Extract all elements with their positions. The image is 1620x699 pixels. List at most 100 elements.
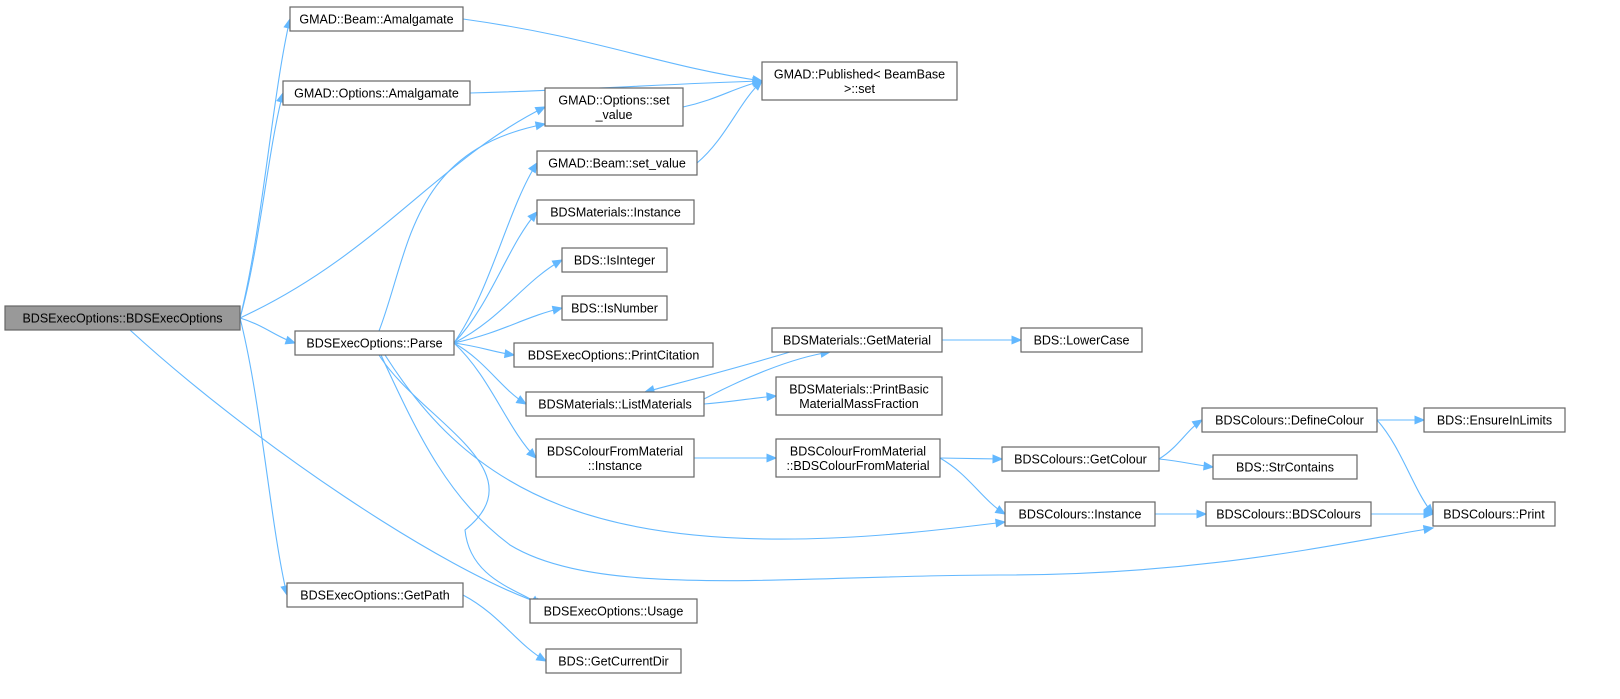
node-label: BDSMaterials::GetMaterial [783,334,931,348]
edge-parse-to-beam_setvalue [453,161,538,344]
node-lowercase[interactable]: BDS::LowerCase [1020,327,1143,353]
edge-col_ctor-to-col_print [1370,509,1435,519]
node-getcolour[interactable]: BDSColours::GetColour [1001,446,1160,472]
edge-parse-to-col_instance [384,354,1007,540]
edge-line [462,18,763,82]
node-strcontains[interactable]: BDS::StrContains [1212,454,1358,480]
edge-arrowhead [534,106,547,116]
node-published_set[interactable]: GMAD::Published< BeamBase>::set [761,61,958,101]
node-label: _value [595,108,633,122]
edge-root-to-parse [239,317,297,345]
node-cfm_instance[interactable]: BDSColourFromMaterial::Instance [535,438,695,478]
node-box [294,330,455,356]
node-label: GMAD::Beam::set_value [548,157,686,171]
edge-getmaterial-to-lowercase [942,335,1023,345]
node-isnumber[interactable]: BDS::IsNumber [561,295,668,321]
edge-arrowhead [284,335,297,345]
edge-beam_amalg-to-published_set [462,18,764,85]
node-opt_amalg[interactable]: GMAD::Options::Amalgamate [282,80,471,106]
node-box [535,438,695,478]
node-box [525,391,705,417]
node-box [545,648,682,674]
edge-line [1376,419,1434,515]
node-beam_setvalue[interactable]: GMAD::Beam::set_value [536,150,698,176]
edge-root-to-getpath [239,317,290,597]
node-label: BDSMaterials::PrintBasic [789,382,929,396]
node-label: GMAD::Beam::Amalgamate [299,13,453,27]
edge-col_instance-to-col_ctor [1154,509,1208,519]
node-label: BDS::IsInteger [574,254,655,268]
edge-parse-to-col_print [380,354,1435,582]
node-label: BDSExecOptions::Parse [306,337,442,351]
edge-arrowhead [1011,335,1023,345]
node-beam_amalg[interactable]: GMAD::Beam::Amalgamate [289,6,464,32]
node-definecolour[interactable]: BDSColours::DefineColour [1201,407,1378,433]
node-root[interactable]: BDSExecOptions::BDSExecOptions [4,305,241,331]
node-box [1001,446,1160,472]
edge-arrowhead [995,518,1007,528]
edge-arrowhead [1422,525,1435,535]
node-isinteger[interactable]: BDS::IsInteger [561,247,668,273]
edge-arrowhead [994,505,1007,515]
node-box [761,61,958,101]
edge-line [378,354,541,606]
node-printcitation[interactable]: BDSExecOptions::PrintCitation [513,342,714,368]
node-box [536,199,695,225]
node-usage[interactable]: BDSExecOptions::Usage [529,598,698,624]
edge-beam_setvalue-to-published_set [696,80,763,164]
edge-arrowhead [1423,509,1435,519]
node-box [529,598,698,624]
node-label: BDSExecOptions::BDSExecOptions [22,312,222,326]
node-box [1020,327,1143,353]
node-col_print[interactable]: BDSColours::Print [1432,501,1556,527]
node-label: BDS::StrContains [1236,461,1334,475]
edge-getpath-to-getcurrentdir [462,594,548,662]
edge-arrowhead [526,448,537,459]
node-box [561,247,668,273]
edge-arrowhead [534,121,547,131]
node-box [775,438,941,478]
node-getpath[interactable]: BDSExecOptions::GetPath [286,582,464,608]
node-printbasic[interactable]: BDSMaterials::PrintBasicMaterialMassFrac… [775,376,943,416]
edge-line [453,307,563,344]
edge-arrowhead [528,161,538,174]
edge-arrowhead [766,392,778,402]
node-label: ::BDSColourFromMaterial [786,459,929,473]
node-box [1423,407,1566,433]
node-label: BDS::IsNumber [571,302,658,316]
node-ensureinlimits[interactable]: BDS::EnsureInLimits [1423,407,1566,433]
node-label: BDSColours::GetColour [1014,453,1147,467]
edge-line [239,317,288,596]
edge-arrowhead [551,259,564,269]
edge-getcolour-to-definecolour [1158,419,1204,460]
node-mat_instance[interactable]: BDSMaterials::Instance [536,199,695,225]
node-col_instance[interactable]: BDSColours::Instance [1004,501,1156,527]
node-label: GMAD::Published< BeamBase [774,67,945,81]
edge-parse-to-printcitation [453,342,516,359]
node-box [286,582,464,608]
node-listmaterials[interactable]: BDSMaterials::ListMaterials [525,391,705,417]
node-label: BDSColours::BDSColours [1216,508,1361,522]
node-box [561,295,668,321]
node-label: BDS::EnsureInLimits [1437,414,1552,428]
node-getcurrentdir[interactable]: BDS::GetCurrentDir [545,648,682,674]
edge-arrowhead [992,454,1004,464]
node-box [1201,407,1378,433]
node-label: ::Instance [588,459,642,473]
node-parse[interactable]: BDSExecOptions::Parse [294,330,455,356]
node-label: BDSExecOptions::GetPath [300,589,449,603]
node-getmaterial[interactable]: BDSMaterials::GetMaterial [771,327,943,353]
edge-line [129,329,546,606]
edge-parse-to-mat_instance [453,211,538,344]
node-col_ctor[interactable]: BDSColours::BDSColours [1205,501,1372,527]
edge-root-to-opt_amalg [239,91,285,319]
node-label: BDSColours::DefineColour [1215,414,1364,428]
node-label: GMAD::Options::Amalgamate [294,87,459,101]
nodes-layer: BDSExecOptions::BDSExecOptions GMAD::Beam… [4,6,1566,674]
node-box [1004,501,1156,527]
node-cfm_ctor[interactable]: BDSColourFromMaterial::BDSColourFromMate… [775,438,941,478]
node-label: GMAD::Options::set [558,93,670,107]
edge-parse-to-opt_setvalue [378,121,547,332]
node-opt_setvalue[interactable]: GMAD::Options::set_value [544,87,684,127]
edge-arrowhead [503,349,516,359]
